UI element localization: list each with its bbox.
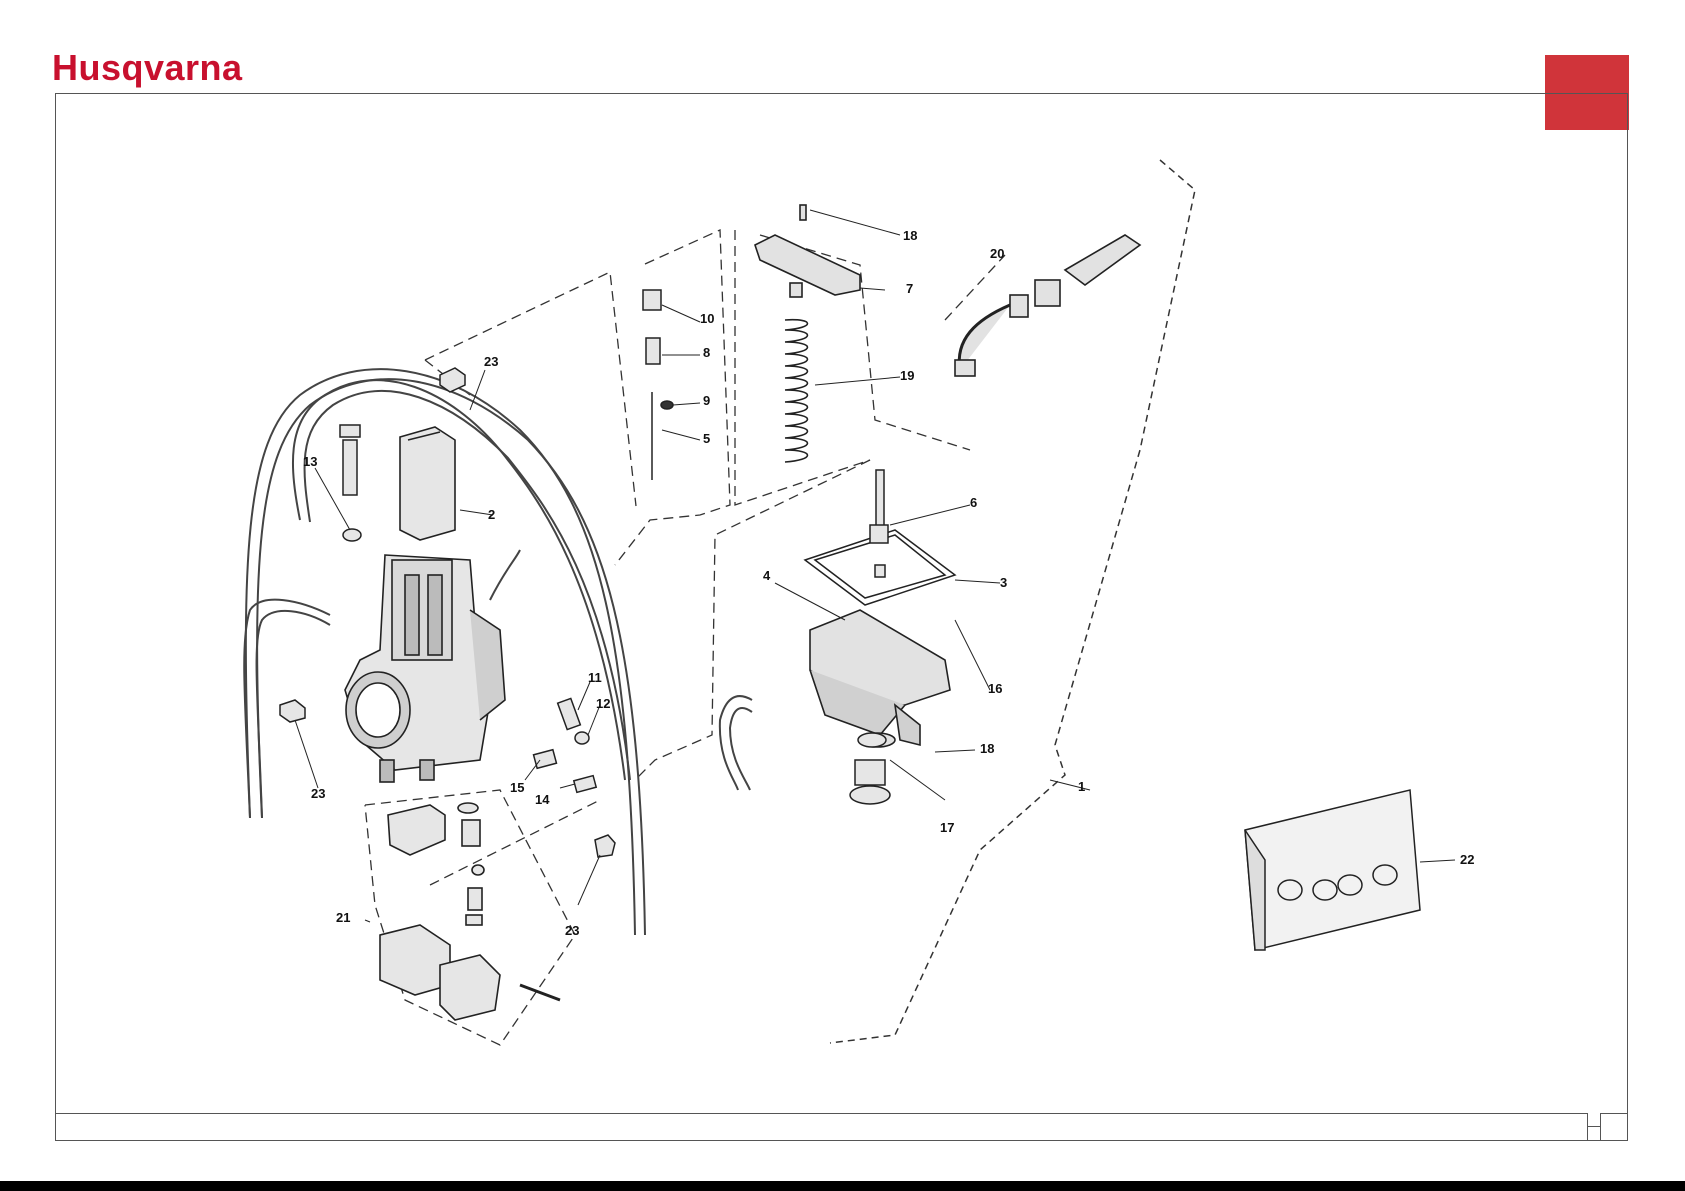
top-cover xyxy=(755,205,860,297)
jet-needle xyxy=(643,290,673,480)
bracket-item-1 xyxy=(830,160,1195,1043)
carburetor-body xyxy=(345,555,505,782)
callout-14: 14 xyxy=(535,792,550,807)
decal-sheet xyxy=(1245,790,1420,950)
callout-8: 8 xyxy=(703,345,710,360)
callout-17: 17 xyxy=(940,820,954,835)
callout-7: 7 xyxy=(906,281,913,296)
callout-13: 13 xyxy=(303,454,317,469)
callout-5: 5 xyxy=(703,431,710,446)
float-chamber xyxy=(810,610,950,747)
small-parts xyxy=(534,698,597,792)
callout-4: 4 xyxy=(763,568,771,583)
callout-19: 19 xyxy=(900,368,914,383)
pilot-jet xyxy=(850,733,890,804)
callout-1: 1 xyxy=(1078,779,1085,794)
callout-23-bottom: 23 xyxy=(565,923,579,938)
throttle-slide xyxy=(400,427,455,540)
needle-tube xyxy=(870,470,888,577)
callout-12: 12 xyxy=(596,696,610,711)
callout-6: 6 xyxy=(970,495,977,510)
callout-11: 11 xyxy=(588,670,602,685)
callout-3: 3 xyxy=(1000,575,1007,590)
callout-16: 16 xyxy=(988,681,1002,696)
callout-23-top: 23 xyxy=(484,354,498,369)
callout-15: 15 xyxy=(510,780,524,795)
spring xyxy=(785,320,808,462)
bottom-band xyxy=(0,1181,1685,1191)
callout-10: 10 xyxy=(700,311,714,326)
choke-adjuster xyxy=(955,235,1140,376)
callout-2: 2 xyxy=(488,507,495,522)
callout-23-left: 23 xyxy=(311,786,325,801)
callout-9: 9 xyxy=(703,393,710,408)
callout-22: 22 xyxy=(1460,852,1474,867)
float-kit xyxy=(380,803,560,1020)
callout-20: 20 xyxy=(990,246,1004,261)
callout-18-top: 18 xyxy=(903,228,917,243)
callout-18-bottom: 18 xyxy=(980,741,994,756)
callout-21: 21 xyxy=(336,910,350,925)
air-screw xyxy=(340,425,361,541)
